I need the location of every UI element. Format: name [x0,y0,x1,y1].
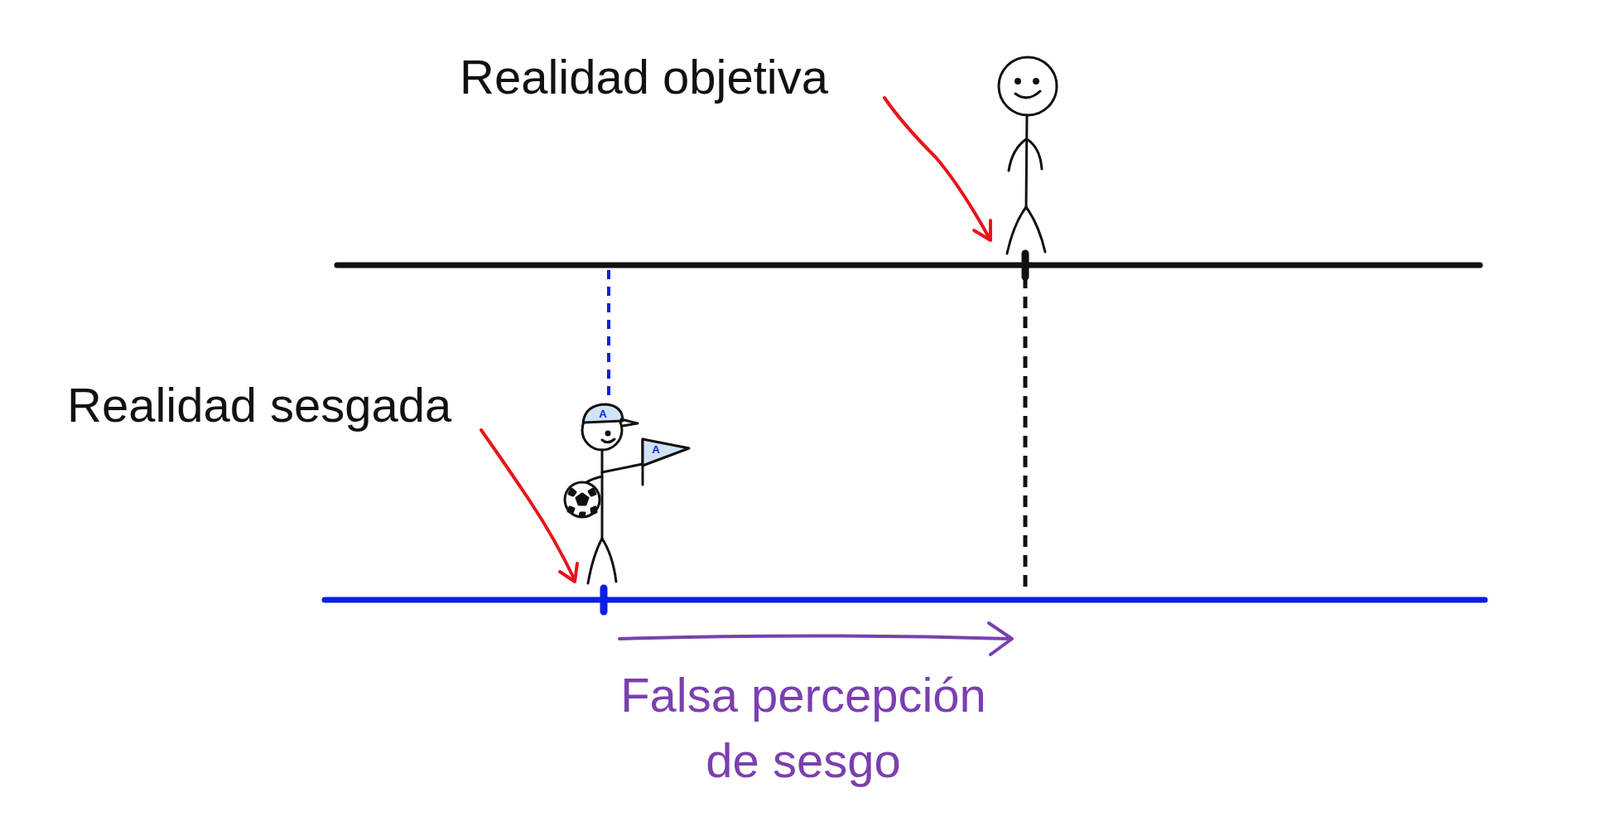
projection-line [607,269,611,400]
biased-line [324,597,1485,603]
tick-mark [600,587,608,612]
objective-line [337,262,1480,269]
stick-figure [998,57,1057,254]
projection-line [1023,276,1028,587]
tick-mark [1021,253,1030,277]
flag-letter: A [651,443,660,457]
bias-label: Falsa percepción de sesgo [587,662,1019,794]
bias-arrow [619,622,1013,655]
fan-figure [564,404,690,584]
leader-arrow [481,97,991,582]
reality-label: Realidad objetiva [459,49,829,106]
cap-letter: A [598,408,607,421]
reality-label: Realidad sesgada [67,377,452,434]
